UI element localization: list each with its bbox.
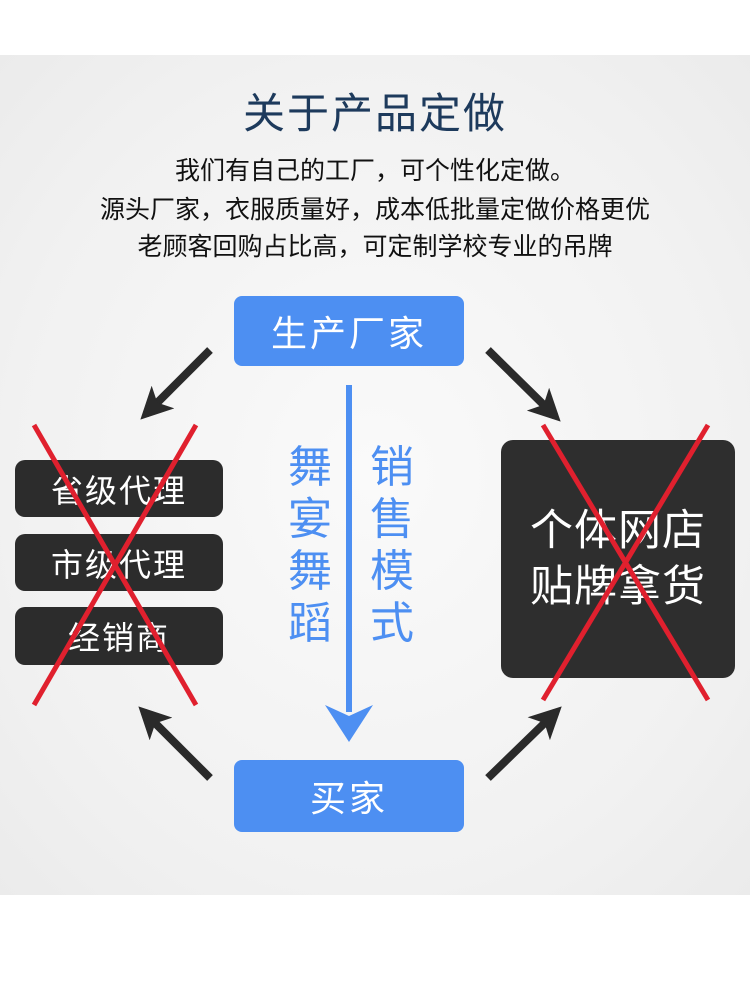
distributor-node: 经销商 [15,607,223,665]
page-title: 关于产品定做 [242,89,507,138]
factory-node: 生产厂家 [234,296,464,366]
online-store-line-2: 贴牌拿货 [530,562,706,612]
center-arrow-head [325,705,373,742]
arrow-buyer-to-agents [138,706,213,781]
cross-mark-online-store [540,423,711,702]
arrow-factory-to-store [485,347,561,422]
buyer-node: 买家 [234,760,464,832]
online-store-node: 个体网店 贴牌拿货 [501,440,735,678]
intro-line-3: 老顾客回购占比高，可定制学校专业的吊牌 [137,232,613,261]
vertical-label-left: 舞宴舞蹈 [288,442,332,649]
intro-line-2: 源头厂家，衣服质量好，成本低批量定做价格更优 [99,195,650,224]
arrow-buyer-to-store [485,706,562,781]
cross-mark-intermediaries [31,423,199,707]
vertical-label-right: 销售模式 [370,442,414,649]
arrow-factory-to-agents [140,347,213,420]
intro-line-1: 我们有自己的工厂，可个性化定做。 [174,156,575,185]
